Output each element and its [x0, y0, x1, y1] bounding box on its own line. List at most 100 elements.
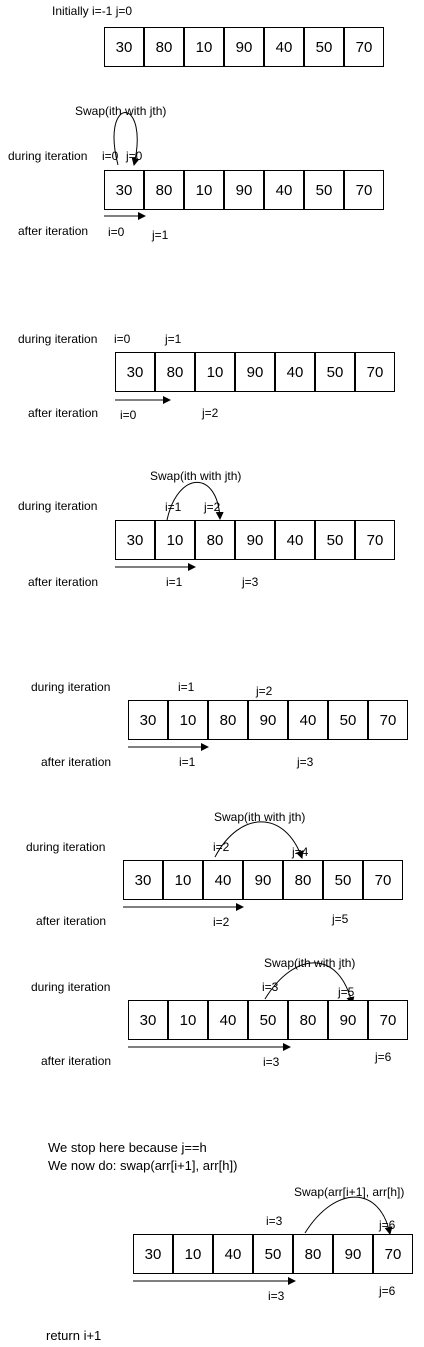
array-cell: 30 — [133, 1234, 173, 1274]
array-cell: 50 — [304, 27, 344, 67]
array-cell: 80 — [195, 520, 235, 560]
array-cell: 10 — [184, 27, 224, 67]
array-cell: 90 — [243, 860, 283, 900]
swap-arc-arrow — [113, 112, 140, 166]
j-index-label: j=1 — [165, 332, 182, 346]
array-cell: 30 — [128, 1000, 168, 1040]
array-cell: 70 — [368, 1000, 408, 1040]
j-index-label: j=6 — [379, 1218, 396, 1232]
swap-arc-arrow — [214, 821, 304, 859]
array-cell: 40 — [275, 520, 315, 560]
array-cell: 50 — [248, 1000, 288, 1040]
i-index-label: i=0 — [114, 332, 131, 346]
during-iteration-label: during iteration — [18, 332, 98, 346]
final-swap-text: We now do: swap(arr[i+1], arr[h]) — [48, 1158, 238, 1173]
i-index-label: i=3 — [263, 1055, 280, 1069]
swap-label: Swap(arr[i+1], arr[h]) — [294, 1185, 405, 1199]
i-index-label: i=0 — [108, 225, 125, 239]
array-cell: 70 — [373, 1234, 413, 1274]
i-index-label: i=0 — [102, 149, 119, 163]
j-index-label: j=3 — [297, 755, 314, 769]
j-index-label: j=6 — [375, 1050, 392, 1064]
array-cell: 50 — [304, 170, 344, 210]
array-cell: 80 — [293, 1234, 333, 1274]
array-cell: 30 — [115, 352, 155, 392]
array-cell: 50 — [323, 860, 363, 900]
swap-arc-arrow — [304, 1196, 393, 1235]
i-index-label: i=1 — [179, 755, 196, 769]
i-index-label: i=3 — [266, 1214, 283, 1228]
during-iteration-label: during iteration — [8, 149, 88, 163]
array-cell: 90 — [235, 520, 275, 560]
array-cell: 70 — [344, 170, 384, 210]
array-cell: 80 — [283, 860, 323, 900]
array-cell: 50 — [315, 520, 355, 560]
array-cell: 10 — [168, 700, 208, 740]
array-cell: 30 — [128, 700, 168, 740]
after-iteration-label: after iteration — [36, 914, 107, 928]
array-cell: 70 — [368, 700, 408, 740]
j-index-label: j=0 — [126, 149, 143, 163]
i-index-label: i=1 — [165, 500, 182, 514]
array-cell: 90 — [333, 1234, 373, 1274]
array-cell: 90 — [248, 700, 288, 740]
i-index-label: i=3 — [262, 980, 279, 994]
array-cell: 70 — [355, 520, 395, 560]
array-cell: 30 — [104, 27, 144, 67]
array-cell: 40 — [288, 700, 328, 740]
array-cell: 10 — [173, 1234, 213, 1274]
swap-arc-arrow — [264, 962, 355, 1005]
during-iteration-label: during iteration — [26, 840, 106, 854]
after-iteration-label: after iteration — [28, 406, 99, 420]
array-cell: 30 — [123, 860, 163, 900]
array-cell: 80 — [144, 170, 184, 210]
array-cell: 30 — [115, 520, 155, 560]
array-cell: 40 — [275, 352, 315, 392]
i-index-label: i=3 — [268, 1289, 285, 1303]
after-iteration-label: after iteration — [28, 575, 99, 589]
array-cell: 80 — [288, 1000, 328, 1040]
i-index-label: i=0 — [120, 408, 137, 422]
i-index-label: i=2 — [213, 915, 230, 929]
j-index-label: j=4 — [292, 845, 309, 859]
j-index-label: j=1 — [152, 228, 169, 242]
array-cell: 10 — [184, 170, 224, 210]
after-iteration-label: after iteration — [41, 755, 112, 769]
array-cell: 90 — [328, 1000, 368, 1040]
during-iteration-label: during iteration — [31, 680, 111, 694]
j-index-label: j=3 — [242, 575, 259, 589]
i-index-label: i=2 — [213, 840, 230, 854]
j-index-label: j=2 — [202, 406, 219, 420]
j-index-label: j=6 — [379, 1284, 396, 1298]
array-cell: 10 — [163, 860, 203, 900]
array-cell: 90 — [235, 352, 275, 392]
array-cell: 90 — [224, 170, 264, 210]
array-cell: 40 — [264, 27, 304, 67]
array-cell: 80 — [144, 27, 184, 67]
after-iteration-label: after iteration — [41, 1054, 112, 1068]
during-iteration-label: during iteration — [31, 980, 111, 994]
swap-label: Swap(ith with jth) — [214, 810, 306, 824]
swap-label: Swap(ith with jth) — [75, 104, 167, 118]
i-index-label: i=1 — [178, 680, 195, 694]
array-cell: 40 — [208, 1000, 248, 1040]
initial-label: Initially i=-1 j=0 — [52, 4, 133, 18]
array-cell: 10 — [168, 1000, 208, 1040]
array-cell: 40 — [203, 860, 243, 900]
swap-arc-arrow — [166, 481, 224, 521]
array-cell: 90 — [224, 27, 264, 67]
stop-reason-text: We stop here because j==h — [48, 1140, 207, 1155]
i-index-label: i=1 — [166, 575, 183, 589]
array-cell: 70 — [355, 352, 395, 392]
array-cell: 70 — [344, 27, 384, 67]
during-iteration-label: during iteration — [18, 499, 98, 513]
array-cell: 10 — [155, 520, 195, 560]
array-cell: 40 — [213, 1234, 253, 1274]
swap-label: Swap(ith with jth) — [150, 469, 242, 483]
array-cell: 50 — [315, 352, 355, 392]
array-cell: 50 — [253, 1234, 293, 1274]
j-index-label: j=5 — [338, 985, 355, 999]
after-iteration-label: after iteration — [18, 224, 89, 238]
array-cell: 70 — [363, 860, 403, 900]
